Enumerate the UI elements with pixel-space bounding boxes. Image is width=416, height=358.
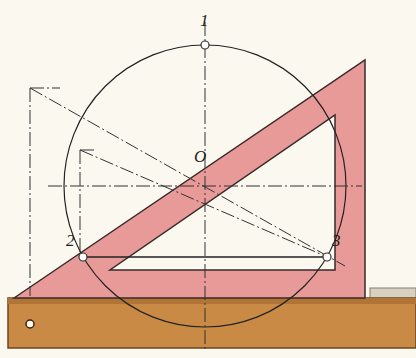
point-label: 3 [330,232,343,249]
point [201,41,209,49]
chord [83,256,327,257]
set-square [14,60,365,298]
point [79,253,87,261]
wooden-ruler [8,298,416,348]
construction-line [80,150,96,151]
construction-line [30,88,345,266]
construction-line [80,150,325,256]
ruler-hole [26,320,34,328]
ruler-edge [8,298,416,304]
point-label: 2 [64,232,77,249]
construction-line [30,88,31,296]
point [323,253,331,261]
point-label: 1 [198,12,211,29]
construction-line [30,88,60,89]
construction-line [80,150,81,256]
center-label: O [192,148,208,165]
